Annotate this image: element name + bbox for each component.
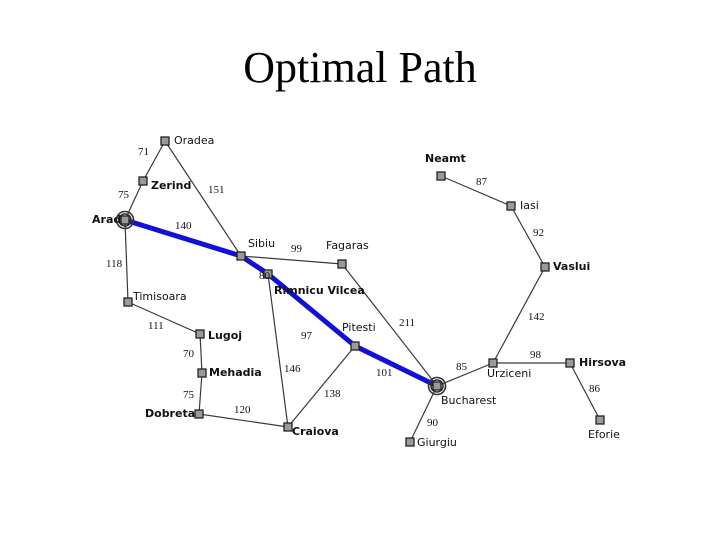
road-dobreta-craiova — [198, 413, 289, 428]
city-label-urziceni: Urziceni — [487, 367, 531, 380]
city-node-mehadia — [197, 368, 207, 378]
road-lugoj-mehadia — [199, 333, 203, 374]
city-node-pitesti — [350, 341, 360, 351]
city-label-fagaras: Fagaras — [326, 239, 369, 252]
road-craiova-pitesti — [287, 345, 356, 428]
city-label-arad: Arad — [92, 213, 121, 226]
city-label-craiova: Craiova — [292, 425, 339, 438]
road-bucharest-giurgiu — [409, 385, 438, 443]
city-node-zerind — [138, 176, 148, 186]
distance-label-iasi-neamt: 87 — [476, 176, 488, 188]
road-bucharest-urziceni — [436, 362, 494, 387]
city-label-hirsova: Hirsova — [579, 356, 626, 369]
distance-label-mehadia-dobreta: 75 — [183, 389, 195, 401]
city-label-zerind: Zerind — [151, 179, 191, 192]
distance-label-bucharest-giurgiu: 90 — [427, 417, 439, 429]
cities-layer — [115, 136, 605, 447]
city-node-timisoara — [123, 297, 133, 307]
optimal-path-layer — [122, 217, 440, 389]
slide-title: Optimal Path — [243, 43, 477, 92]
road-oradea-sibiu — [164, 140, 242, 257]
distance-label-craiova-pitesti: 138 — [324, 388, 341, 400]
distance-label-urziceni-vaslui: 142 — [528, 311, 545, 323]
road-vaslui-iasi — [510, 205, 546, 268]
distance-label-oradea-sibiu: 151 — [208, 184, 225, 196]
city-node-giurgiu — [405, 437, 415, 447]
road-mehadia-dobreta — [198, 372, 203, 415]
city-node-fagaras — [337, 259, 347, 269]
distance-label-dobreta-craiova: 120 — [234, 404, 251, 416]
optimal-path-line — [122, 217, 440, 389]
road-hirsova-eforie — [569, 362, 601, 421]
city-node-sibiu — [236, 251, 246, 261]
city-label-dobreta: Dobreta — [145, 407, 195, 420]
road-arad-timisoara — [124, 219, 129, 303]
road-urziceni-vaslui — [492, 266, 546, 364]
city-node-vaslui — [540, 262, 550, 272]
city-label-vaslui: Vaslui — [553, 260, 590, 273]
arad-inner-ring — [118, 213, 132, 227]
city-label-giurgiu: Giurgiu — [417, 436, 457, 449]
road-fagaras-bucharest — [341, 263, 438, 387]
road-iasi-neamt — [440, 175, 512, 207]
distance-label-zerind-arad: 75 — [118, 189, 130, 201]
distance-label-sibiu-fagaras: 99 — [291, 243, 303, 255]
city-label-oradea: Oradea — [174, 134, 214, 147]
city-node-arad — [120, 215, 130, 225]
distance-label-rimnicu-craiova: 146 — [284, 363, 301, 375]
distance-label-rimnicu-pitesti: 97 — [301, 330, 313, 342]
city-label-pitesti: Pitesti — [342, 321, 376, 334]
road-timisoara-lugoj — [127, 301, 201, 335]
city-node-oradea — [160, 136, 170, 146]
city-node-lugoj — [195, 329, 205, 339]
distance-label-lugoj-mehadia: 70 — [183, 348, 195, 360]
arad-highlight-ring — [115, 210, 135, 230]
bucharest-highlight-ring — [427, 376, 447, 396]
city-node-craiova — [283, 422, 293, 432]
city-label-mehadia: Mehadia — [209, 366, 262, 379]
city-label-timisoara: Timisoara — [132, 290, 187, 303]
distance-label-arad-timisoara: 118 — [106, 258, 123, 270]
distance-label-hirsova-eforie: 86 — [589, 383, 601, 395]
distance-label-oradea-zerind: 71 — [138, 146, 149, 158]
distance-label-arad-sibiu: 140 — [175, 220, 192, 232]
distance-label-timisoara-lugoj: 111 — [148, 320, 164, 332]
city-label-lugoj: Lugoj — [208, 329, 242, 342]
road-zerind-arad — [124, 180, 144, 221]
distance-label-fagaras-bucharest: 211 — [399, 317, 415, 329]
city-label-neamt: Neamt — [425, 152, 466, 165]
distance-label-bucharest-urziceni: 85 — [456, 361, 468, 373]
city-node-dobreta — [194, 409, 204, 419]
labels-layer: 71 75 151 140 118 111 70 75 120 99 80 97 146 138 211 10… — [92, 134, 626, 449]
city-label-rimnicu: Rimnicu Vilcea — [274, 284, 365, 297]
city-label-iasi: Iasi — [520, 199, 539, 212]
road-rimnicu-craiova — [267, 273, 289, 428]
road-oradea-zerind — [142, 140, 166, 182]
distance-label-sibiu-rimnicu: 80 — [259, 270, 271, 282]
city-node-eforie — [595, 415, 605, 425]
city-node-neamt — [436, 171, 446, 181]
distance-label-pitesti-bucharest: 101 — [376, 367, 393, 379]
city-node-iasi — [506, 201, 516, 211]
road-sibiu-fagaras — [240, 255, 343, 265]
city-label-sibiu: Sibiu — [248, 237, 275, 250]
distance-label-vaslui-iasi: 92 — [533, 227, 544, 239]
distance-label-urziceni-hirsova: 98 — [530, 349, 542, 361]
city-node-rimnicu — [263, 269, 273, 279]
city-label-eforie: Eforie — [588, 428, 620, 441]
city-node-urziceni — [488, 358, 498, 368]
city-label-bucharest: Bucharest — [441, 394, 497, 407]
city-node-bucharest — [432, 381, 442, 391]
bucharest-inner-ring — [430, 379, 444, 393]
city-node-hirsova — [565, 358, 575, 368]
